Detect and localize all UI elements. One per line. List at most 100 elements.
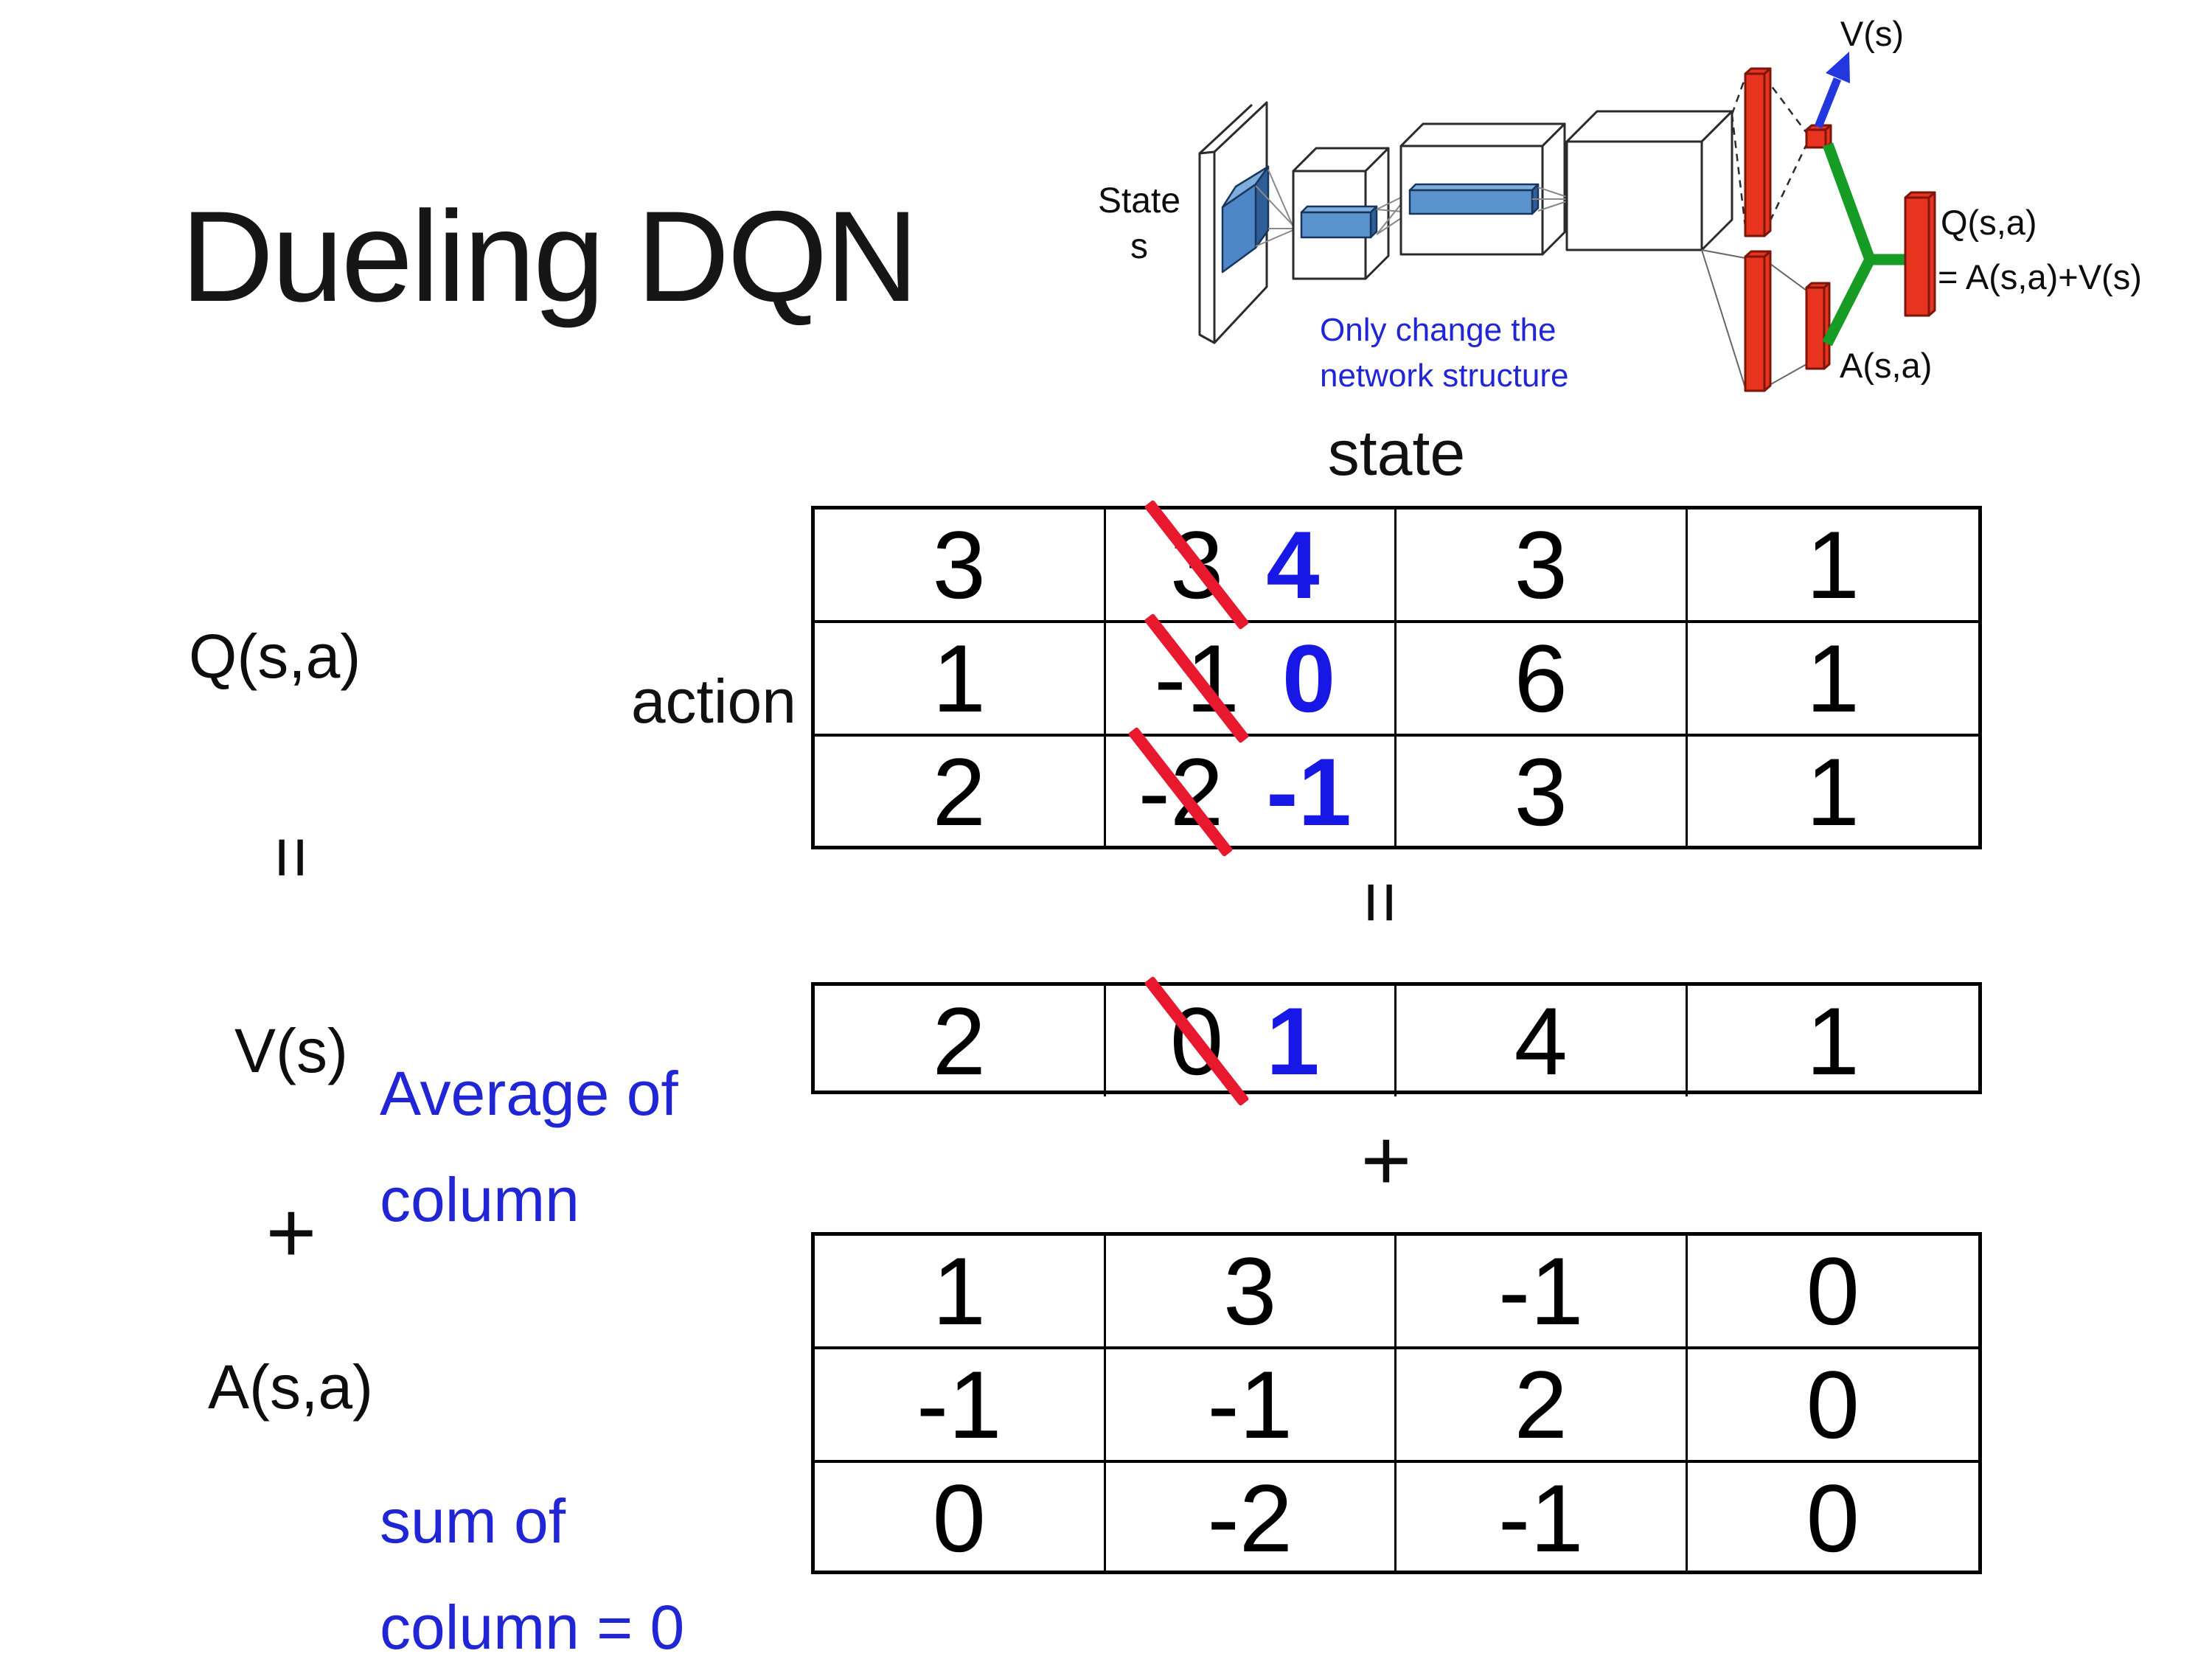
diagram-note-line1: Only change the xyxy=(1320,312,1556,348)
q-output-bar xyxy=(1904,191,1936,317)
cell-value: 3 xyxy=(932,511,986,619)
cell-value: 1 xyxy=(1806,738,1860,846)
a-cell-r3c4: 0 xyxy=(1688,1463,1979,1573)
cell-value: 6 xyxy=(1514,625,1568,732)
a-cell-r1c3: -1 xyxy=(1397,1236,1688,1349)
equals-rotated-center: = xyxy=(1339,880,1422,925)
cell-value: 4 xyxy=(1514,987,1568,1095)
q-cell-r3c2: -2 -1 xyxy=(1106,726,1397,858)
cell-value: 3 xyxy=(1514,511,1568,619)
crossed-out-value: 3 xyxy=(1144,499,1250,630)
cell-value: 0 xyxy=(1806,1351,1860,1458)
q-cell-r3c1: 2 xyxy=(815,737,1106,847)
a-cell-r2c3: 2 xyxy=(1397,1349,1688,1463)
v-cell-r1c1: 2 xyxy=(815,986,1106,1096)
a-cell-r3c3: -1 xyxy=(1397,1463,1688,1573)
average-note-line1: Average of xyxy=(380,1059,678,1128)
crossed-out-value: 0 xyxy=(1144,975,1250,1107)
cell-value: -1 xyxy=(916,1351,1002,1458)
a-cell-r3c2: -2 xyxy=(1106,1463,1397,1573)
q-cell-r1c2: 34 xyxy=(1105,499,1397,630)
a-cell-r1c4: 0 xyxy=(1687,1236,1978,1349)
conv-filter-icon xyxy=(1221,165,1270,274)
fan-lines-1 xyxy=(1255,169,1294,247)
replacement-value: -1 xyxy=(1266,738,1352,846)
average-note-line2: column xyxy=(380,1164,580,1234)
a-cell-r3c1: 0 xyxy=(815,1463,1106,1573)
diagram-note-line2: network structure xyxy=(1320,358,1568,394)
q-cell-r2c4: 1 xyxy=(1687,623,1978,737)
fc-bar-v-stream xyxy=(1744,67,1772,237)
cell-value: 2 xyxy=(1514,1351,1568,1458)
diagram-state-label-line1: State xyxy=(1098,181,1180,220)
cell-value: 1 xyxy=(1806,987,1860,1095)
plus-center: + xyxy=(1360,1112,1412,1209)
q-cell-r1c1: 3 xyxy=(815,509,1106,623)
diagram-q-output-label-line2: = A(s,a)+V(s) xyxy=(1938,257,2142,296)
v-cell-r1c2: 01 xyxy=(1106,975,1397,1107)
q-cell-r1c4: 1 xyxy=(1687,509,1978,623)
replacement-value: 4 xyxy=(1266,511,1320,619)
plus-left: + xyxy=(265,1184,317,1281)
action-label: action xyxy=(630,667,796,736)
fan-lines-3 xyxy=(1532,187,1570,212)
cell-value: -1 xyxy=(1498,1464,1584,1572)
cell-value: 2 xyxy=(932,738,986,846)
q-cell-r1c3: 3 xyxy=(1397,509,1688,623)
cell-value: -1 xyxy=(1207,1351,1293,1458)
cell-value: 3 xyxy=(1514,738,1568,846)
a-cell-r2c2: -1 xyxy=(1105,1349,1397,1463)
replacement-value: 0 xyxy=(1281,625,1336,732)
slide-title: Dueling DQN xyxy=(181,185,919,329)
cell-value: 1 xyxy=(932,1237,986,1345)
sum-of-column-note: sum of column = 0 xyxy=(380,1469,684,1659)
feature-bar-2 xyxy=(1408,183,1540,215)
hidden-layer-box xyxy=(1565,110,1733,251)
q-cell-r3c4: 1 xyxy=(1688,737,1979,847)
v-table: 20141 xyxy=(811,975,1982,1107)
sum-note-line1: sum of xyxy=(380,1486,566,1556)
q-cell-r2c2: -1 0 xyxy=(1105,613,1397,744)
q-label: Q(s,a) xyxy=(189,622,361,691)
average-of-column-note: Average of column xyxy=(380,1041,678,1253)
network-diagram: State s V(s) Q(s,a) = A(s,a)+V(s) A(s,a)… xyxy=(1098,14,2142,394)
cell-value: 0 xyxy=(1806,1237,1860,1345)
sum-note-line2: column = 0 xyxy=(380,1592,685,1659)
cell-value: 0 xyxy=(1806,1464,1860,1572)
a-cell-r2c4: 0 xyxy=(1687,1349,1978,1463)
cell-value: 1 xyxy=(1806,625,1860,732)
v-label: V(s) xyxy=(234,1016,348,1085)
v-cell-r1c3: 4 xyxy=(1397,986,1688,1096)
feature-bar-1 xyxy=(1300,205,1378,239)
fc-bar-a-stream xyxy=(1744,250,1772,392)
cell-value: 2 xyxy=(932,987,986,1095)
cell-value: 0 xyxy=(932,1464,986,1572)
q-cell-r2c1: 1 xyxy=(815,623,1106,737)
cell-value: -1 xyxy=(1498,1237,1584,1345)
cell-value: 1 xyxy=(1806,511,1860,619)
a-cell-r1c1: 1 xyxy=(815,1236,1106,1349)
v-cell-r1c4: 1 xyxy=(1688,986,1979,1096)
a-cell-r1c2: 3 xyxy=(1105,1236,1397,1349)
diagram-state-label-line2: s xyxy=(1130,227,1148,266)
q-cell-r2c3: 6 xyxy=(1397,623,1688,737)
replacement-value: 1 xyxy=(1266,987,1320,1095)
aggregation-links xyxy=(1822,142,1907,347)
cell-value: 1 xyxy=(932,625,986,732)
diagram-a-output-label: A(s,a) xyxy=(1840,346,1932,385)
v-output-arrow-icon xyxy=(1814,52,1850,129)
a-vector-bar xyxy=(1805,282,1831,370)
crossed-out-value: -2 xyxy=(1127,726,1234,858)
v-scalar-box xyxy=(1805,124,1832,149)
diagram-q-output-label-line1: Q(s,a) xyxy=(1941,203,2037,242)
state-header: state xyxy=(1327,418,1466,489)
cell-value: -2 xyxy=(1207,1464,1293,1572)
a-label: A(s,a) xyxy=(208,1352,374,1422)
q-cell-r3c3: 3 xyxy=(1397,737,1688,847)
crossed-out-value: -1 xyxy=(1144,613,1250,744)
a-cell-r2c1: -1 xyxy=(815,1349,1106,1463)
equals-rotated-left: = xyxy=(250,835,333,880)
